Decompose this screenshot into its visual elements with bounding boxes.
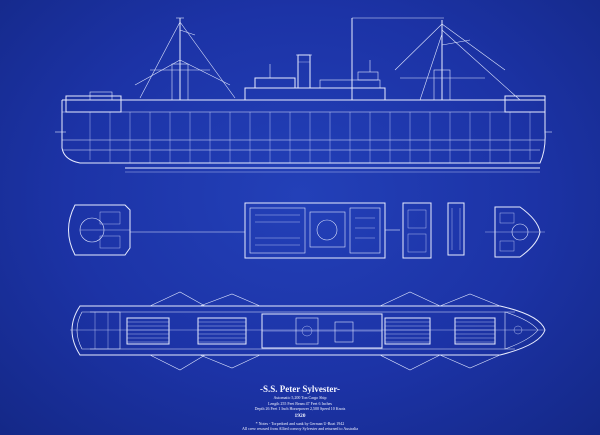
- title-block: -S.S. Peter Sylvester- Automatic 5,200 T…: [200, 384, 400, 432]
- note-line-2: All crew rescued from Allied convoy Sylv…: [242, 426, 358, 431]
- note-line-1: * Notes - Torpedoed and sunk by German U…: [255, 420, 345, 426]
- main-deck-plan: [70, 291, 546, 371]
- ship-name: -S.S. Peter Sylvester-: [260, 384, 340, 394]
- profile-view: [55, 17, 552, 173]
- deck-plan-view: [68, 202, 545, 259]
- spec-line-1: Automatic 5,200 Ton Cargo Ship: [273, 395, 327, 400]
- spec-line-3: Depth 26 Feet 1 Inch Horsepower 2,500 Sp…: [254, 406, 346, 411]
- drawing-year: 1920: [294, 412, 306, 419]
- spec-line-2: Length 255 Feet Beam 47 Feet 6 Inches: [268, 400, 332, 406]
